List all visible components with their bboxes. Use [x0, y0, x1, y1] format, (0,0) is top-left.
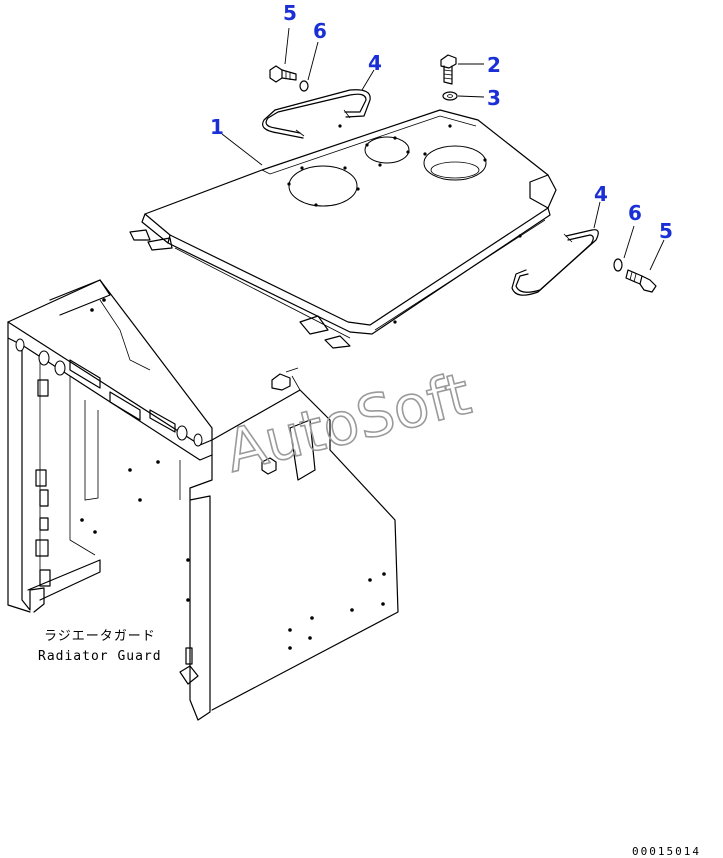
- handle-right: [511, 229, 599, 296]
- callout-5-right: 5: [659, 219, 673, 243]
- caption-japanese: ラジエータガード: [44, 629, 156, 644]
- handle-top-left: [262, 89, 371, 139]
- bolt-2: [440, 54, 457, 85]
- callout-4-right: 4: [594, 182, 608, 206]
- radiator-guard: [7, 279, 399, 721]
- cover-plate: [129, 109, 557, 349]
- bolt-5-top: [269, 65, 297, 83]
- drawing-code: 00015014: [632, 845, 701, 858]
- callout-6-right: 6: [628, 201, 642, 225]
- leader-lines: [221, 27, 665, 271]
- washer-6-top: [299, 80, 309, 92]
- washer-6-right: [613, 258, 623, 272]
- washer-3: [442, 91, 458, 101]
- watermark: AutoSoft: [219, 359, 477, 485]
- callout-1: 1: [210, 115, 224, 139]
- callout-3: 3: [487, 86, 501, 110]
- caption-english: Radiator Guard: [38, 649, 162, 664]
- callout-4-top: 4: [368, 51, 382, 75]
- callout-2: 2: [487, 53, 501, 77]
- callout-5-top: 5: [283, 1, 297, 25]
- bolt-5-right: [625, 269, 657, 293]
- callout-6-top: 6: [313, 19, 327, 43]
